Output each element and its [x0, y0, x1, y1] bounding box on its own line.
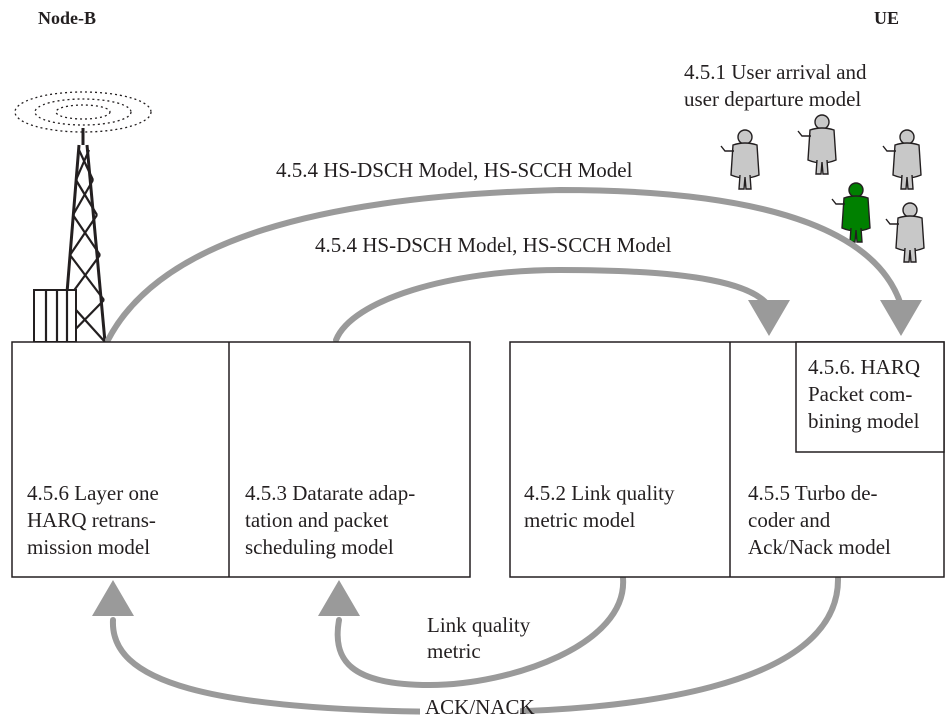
packet-combining-box — [795, 341, 945, 453]
packet-combining-label-1: 4.5.6. HARQ — [808, 355, 920, 379]
user-icon — [882, 129, 922, 190]
user-icon — [885, 202, 925, 263]
ue-title: UE — [874, 8, 899, 28]
inner-downlink-arrow — [333, 266, 771, 343]
user-icon — [720, 129, 760, 190]
outer-downlink-arrow — [105, 186, 904, 343]
node-b-block: 4.5.6 Layer one HARQ retrans- mission mo… — [11, 341, 471, 578]
outer-downlink-arrowhead — [880, 300, 922, 336]
active-user-icon — [831, 182, 871, 243]
user-departure-label: user departure model — [684, 87, 861, 111]
link-quality-arrow-label-line1: Link quality — [427, 613, 531, 637]
datarate-adaptation-label-3: scheduling model — [245, 535, 394, 559]
harq-retransmission-label-3: mission model — [27, 535, 150, 559]
turbo-decoder-label-1: 4.5.5 Turbo de- — [748, 481, 878, 505]
link-quality-feedback-arrowhead — [318, 580, 360, 616]
outer-arrow-label: 4.5.4 HS-DSCH Model, HS-SCCH Model — [276, 158, 633, 182]
turbo-decoder-label-2: coder and — [748, 508, 831, 532]
link-quality-feedback-arrow — [334, 575, 627, 689]
ue-group — [720, 114, 925, 263]
inner-downlink-arrowhead — [748, 300, 790, 336]
harq-retransmission-label-2: HARQ retrans- — [27, 508, 156, 532]
base-station-tower-icon — [14, 91, 152, 343]
link-quality-arrow-label-line2: metric — [427, 639, 481, 663]
packet-combining-label-2: Packet com- — [808, 382, 912, 406]
arc-labels: 4.5.4 HS-DSCH Model, HS-SCCH Model 4.5.4… — [268, 153, 752, 719]
ack-nack-arrow-label: ACK/NACK — [425, 695, 535, 719]
user-icon — [797, 114, 837, 175]
ue-block: 4.5.6. HARQ Packet com- bining model 4.5… — [509, 341, 945, 578]
node-b-title: Node-B — [38, 8, 96, 28]
user-arrival-label: 4.5.1 User arrival and — [684, 60, 867, 84]
inner-arrow-label: 4.5.4 HS-DSCH Model, HS-SCCH Model — [315, 233, 672, 257]
ack-nack-feedback-arrowhead — [92, 580, 134, 616]
link-quality-model-label-1: 4.5.2 Link quality — [524, 481, 675, 505]
packet-combining-label-3: bining model — [808, 409, 920, 433]
node-b-box — [11, 341, 471, 578]
datarate-adaptation-label-1: 4.5.3 Datarate adap- — [245, 481, 415, 505]
link-quality-model-label-2: metric model — [524, 508, 636, 532]
datarate-adaptation-label-2: tation and packet — [245, 508, 389, 532]
turbo-decoder-label-3: Ack/Nack model — [748, 535, 891, 559]
harq-retransmission-label-1: 4.5.6 Layer one — [27, 481, 159, 505]
